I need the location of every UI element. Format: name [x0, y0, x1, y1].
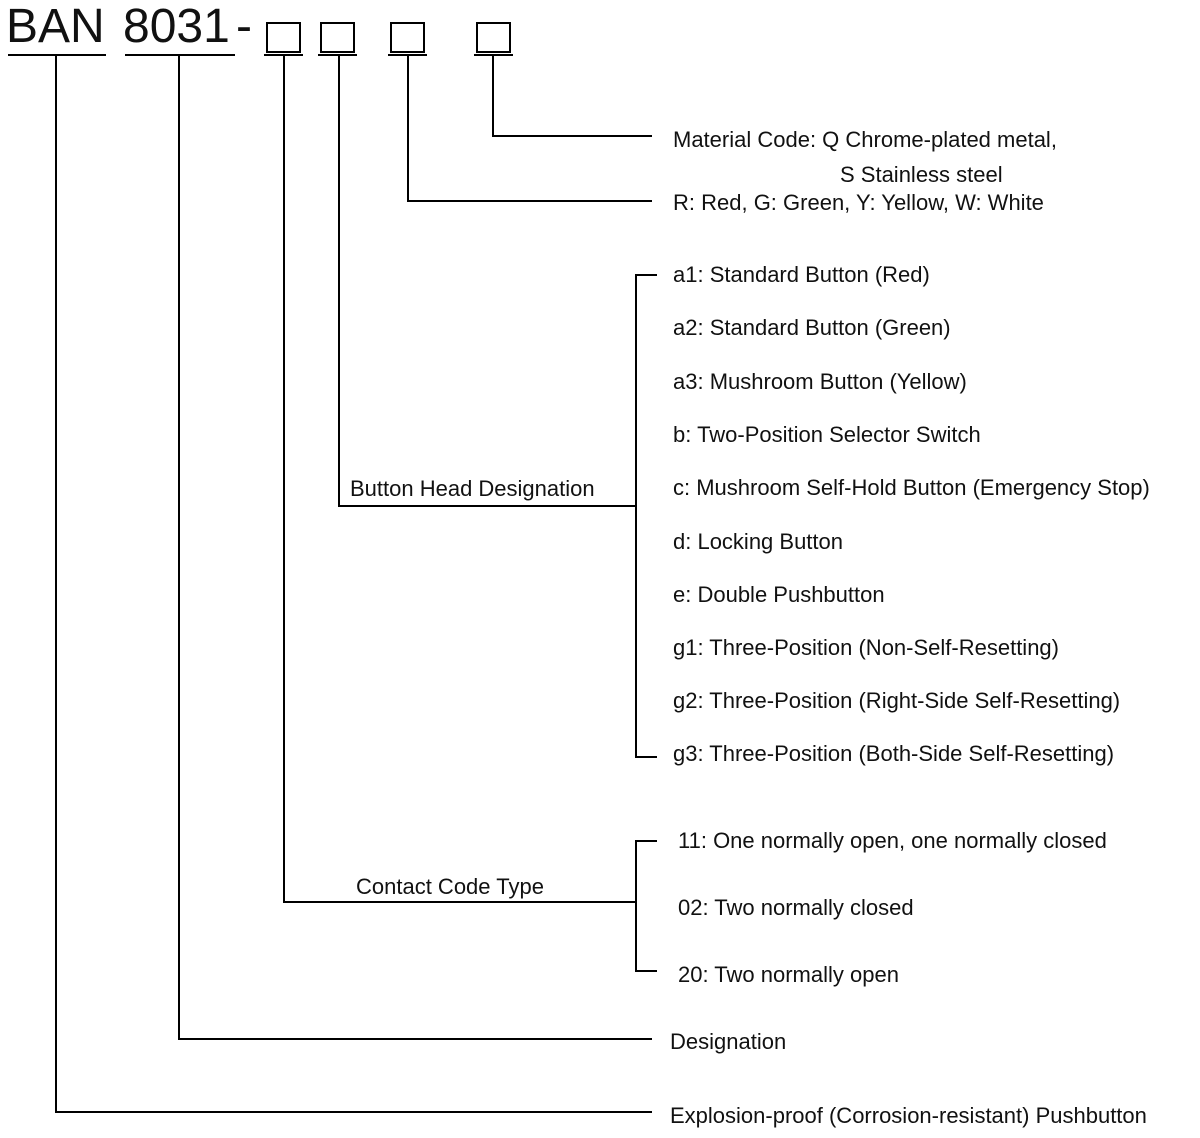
code-prefix: BAN [6, 0, 105, 53]
option-c: c: Mushroom Self-Hold Button (Emergency … [673, 475, 1150, 500]
bracket-contact [635, 840, 657, 972]
connector-contact [283, 55, 636, 903]
connector-designation [178, 55, 652, 1040]
code-box-color [390, 22, 425, 53]
connector-button-head [338, 55, 636, 507]
option-d: d: Locking Button [673, 529, 843, 554]
connector-color [407, 55, 652, 202]
option-contact-02: 02: Two normally closed [678, 895, 914, 920]
option-e: e: Double Pushbutton [673, 582, 885, 607]
option-b: b: Two-Position Selector Switch [673, 422, 981, 447]
code-box-button-head [320, 22, 355, 53]
label-product: Explosion-proof (Corrosion-resistant) Pu… [670, 1103, 1147, 1128]
option-a2: a2: Standard Button (Green) [673, 315, 951, 340]
connector-material [492, 55, 652, 137]
label-material-2: S Stainless steel [840, 162, 1003, 187]
label-button-head: Button Head Designation [350, 476, 595, 501]
code-box-material [476, 22, 511, 53]
label-material: Material Code: Q Chrome-plated metal, [673, 127, 1057, 152]
option-contact-11: 11: One normally open, one normally clos… [678, 828, 1107, 853]
connector-product [55, 55, 652, 1113]
bracket-button-head [635, 274, 657, 758]
option-g2: g2: Three-Position (Right-Side Self-Rese… [673, 688, 1120, 713]
option-contact-20: 20: Two normally open [678, 962, 899, 987]
code-box-contact [266, 22, 301, 53]
option-a3: a3: Mushroom Button (Yellow) [673, 369, 967, 394]
code-dash: - [236, 0, 252, 53]
label-designation: Designation [670, 1029, 786, 1054]
label-contact: Contact Code Type [356, 874, 544, 899]
option-g1: g1: Three-Position (Non-Self-Resetting) [673, 635, 1059, 660]
option-a1: a1: Standard Button (Red) [673, 262, 930, 287]
label-color: R: Red, G: Green, Y: Yellow, W: White [673, 190, 1044, 215]
code-series: 8031 [123, 0, 230, 53]
option-g3: g3: Three-Position (Both-Side Self-Reset… [673, 741, 1114, 766]
